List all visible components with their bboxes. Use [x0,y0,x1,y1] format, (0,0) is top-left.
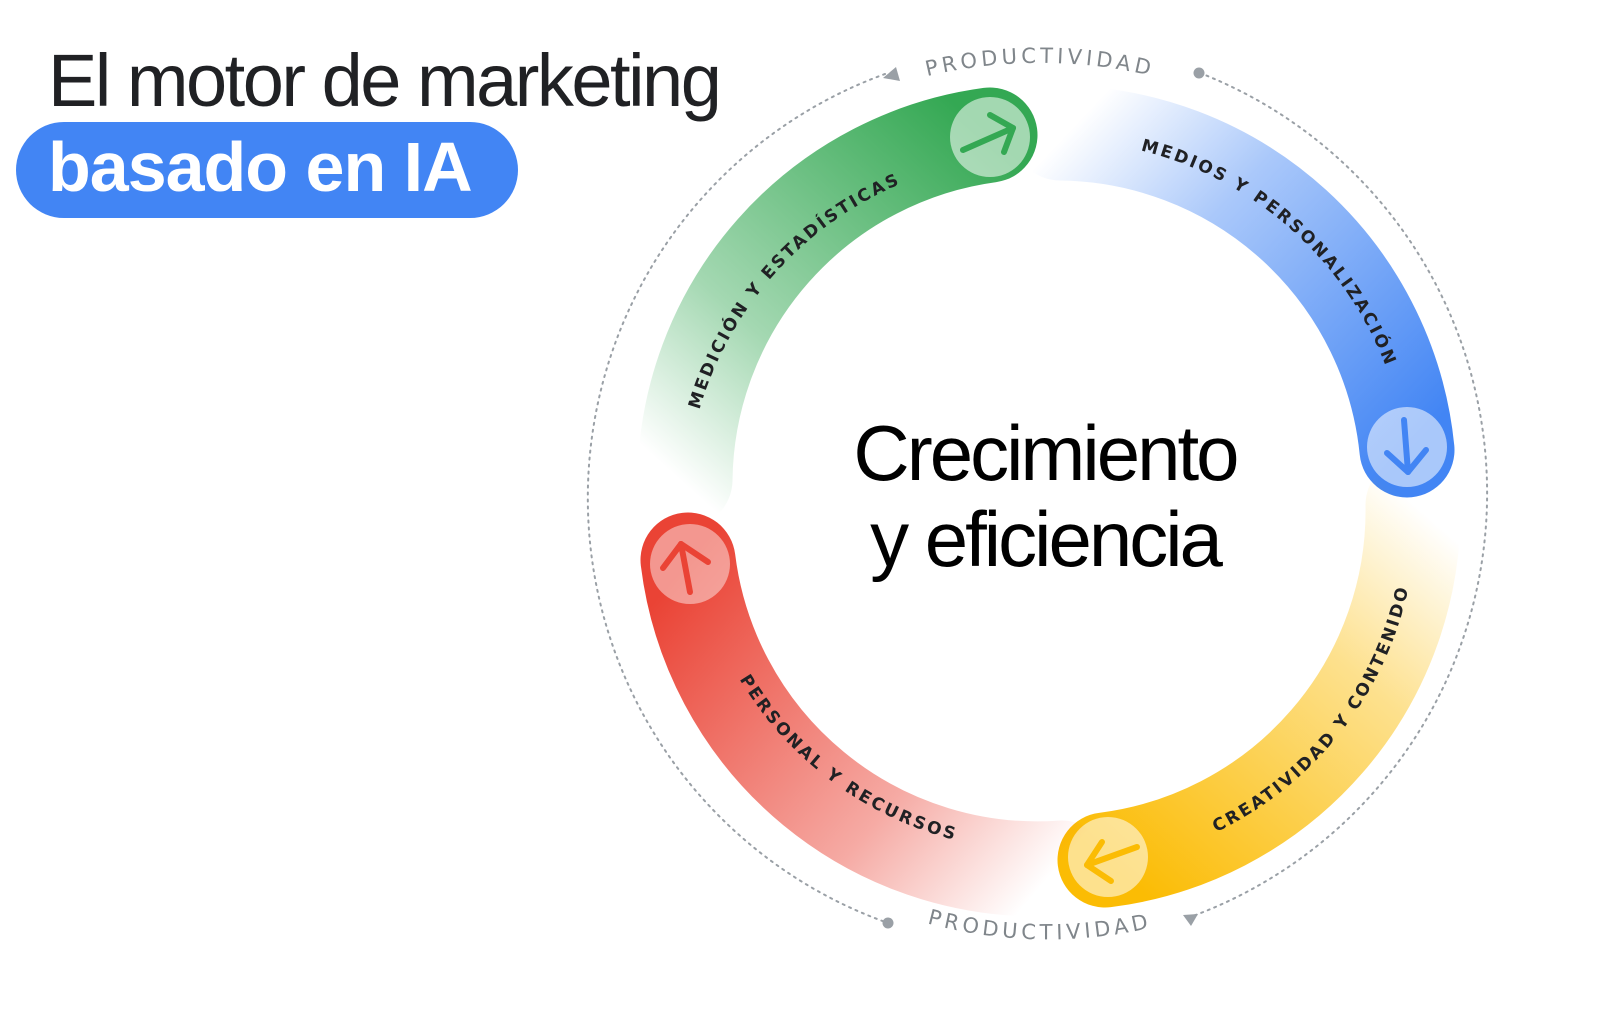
segment-personal-arc [640,512,1110,917]
productividad-label-top: PRODUCTIVIDAD [923,44,1157,81]
segment-personal-arrow-bg [650,524,730,604]
center-title-line-2: y eficiencia [870,495,1223,583]
segment-medicion-arc [637,87,1038,528]
productividad-arrowhead-top-icon [883,67,900,81]
productividad-dot-bottom [882,917,894,929]
arrow-up-icon [660,541,711,595]
productividad-dot-top [1193,67,1205,79]
segment-creatividad-arc [1057,457,1461,908]
productividad-ring-right [1192,72,1489,917]
center-title-line-1: Crecimiento [853,409,1239,497]
productividad-ring-left [586,73,889,924]
segment-medios-arc [1012,85,1455,498]
title-highlight-pill [16,122,518,218]
title-line-2: basado en IA [48,128,473,206]
center-title: Crecimiento y eficiencia [780,410,1310,582]
productividad-arrowhead-bottom-icon [1183,914,1198,926]
segment-personal [640,512,1110,917]
productividad-ring [586,67,1489,929]
title-line-1: El motor de marketing [48,39,722,122]
